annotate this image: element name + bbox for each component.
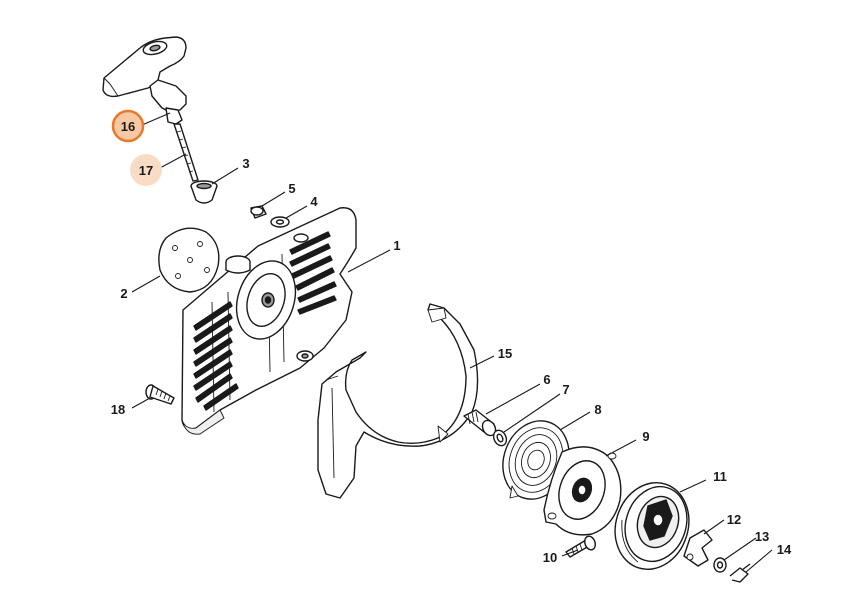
leader-13 [723, 537, 757, 561]
leader-17 [159, 153, 187, 169]
leader-14 [745, 549, 773, 573]
starter-rope [173, 123, 199, 182]
rope-rotor [614, 482, 690, 570]
leader-lines [131, 112, 773, 573]
callout-16[interactable]: 16 [111, 109, 145, 143]
callout-1[interactable]: 1 [393, 238, 400, 253]
callout-8[interactable]: 8 [594, 402, 601, 417]
screw-10 [565, 535, 596, 558]
leader-8 [559, 411, 591, 431]
callout-16-label: 16 [121, 119, 135, 134]
shoulder-bolt [463, 409, 497, 437]
guide-plate [317, 303, 479, 499]
leader-2 [131, 275, 161, 293]
callout-17-label: 17 [139, 163, 153, 178]
pawl [683, 529, 713, 567]
callout-17[interactable]: 17 [130, 154, 162, 186]
callout-9[interactable]: 9 [642, 429, 649, 444]
spring-clip [729, 563, 751, 583]
leader-1 [347, 249, 391, 273]
starter-grip [102, 36, 187, 125]
rope-guide-bushing [190, 180, 218, 204]
washer-13 [713, 557, 727, 573]
spring-housing [543, 446, 622, 536]
leader-9 [605, 439, 637, 457]
leader-11 [679, 479, 707, 493]
cover-disc [158, 227, 220, 293]
callout-17-badge [130, 154, 162, 186]
leader-3 [211, 167, 239, 185]
callout-18[interactable]: 18 [111, 402, 125, 417]
callout-2[interactable]: 2 [120, 286, 127, 301]
screw-18 [145, 384, 175, 405]
leader-12 [703, 519, 725, 535]
sleeve [250, 205, 267, 219]
leader-16 [141, 112, 171, 126]
callout-16-badge [111, 109, 145, 143]
washer [270, 216, 290, 228]
fan-housing [181, 207, 357, 435]
leader-6 [485, 383, 541, 415]
leader-18 [131, 397, 151, 409]
leader-10 [561, 549, 579, 557]
callout-3[interactable]: 3 [242, 156, 249, 171]
callout-10[interactable]: 10 [543, 550, 557, 565]
leader-5 [261, 191, 286, 207]
callout-7[interactable]: 7 [562, 382, 569, 397]
callout-4[interactable]: 4 [310, 194, 318, 209]
leader-15 [469, 355, 495, 369]
callout-15[interactable]: 15 [498, 346, 512, 361]
callout-5[interactable]: 5 [288, 181, 295, 196]
callout-14[interactable]: 14 [777, 542, 792, 557]
callout-12[interactable]: 12 [727, 512, 741, 527]
o-ring [492, 429, 508, 447]
leader-7 [503, 393, 561, 433]
callout-6[interactable]: 6 [543, 372, 550, 387]
callout-13[interactable]: 13 [755, 529, 769, 544]
leader-4 [285, 205, 308, 219]
callout-11[interactable]: 11 [713, 469, 727, 484]
